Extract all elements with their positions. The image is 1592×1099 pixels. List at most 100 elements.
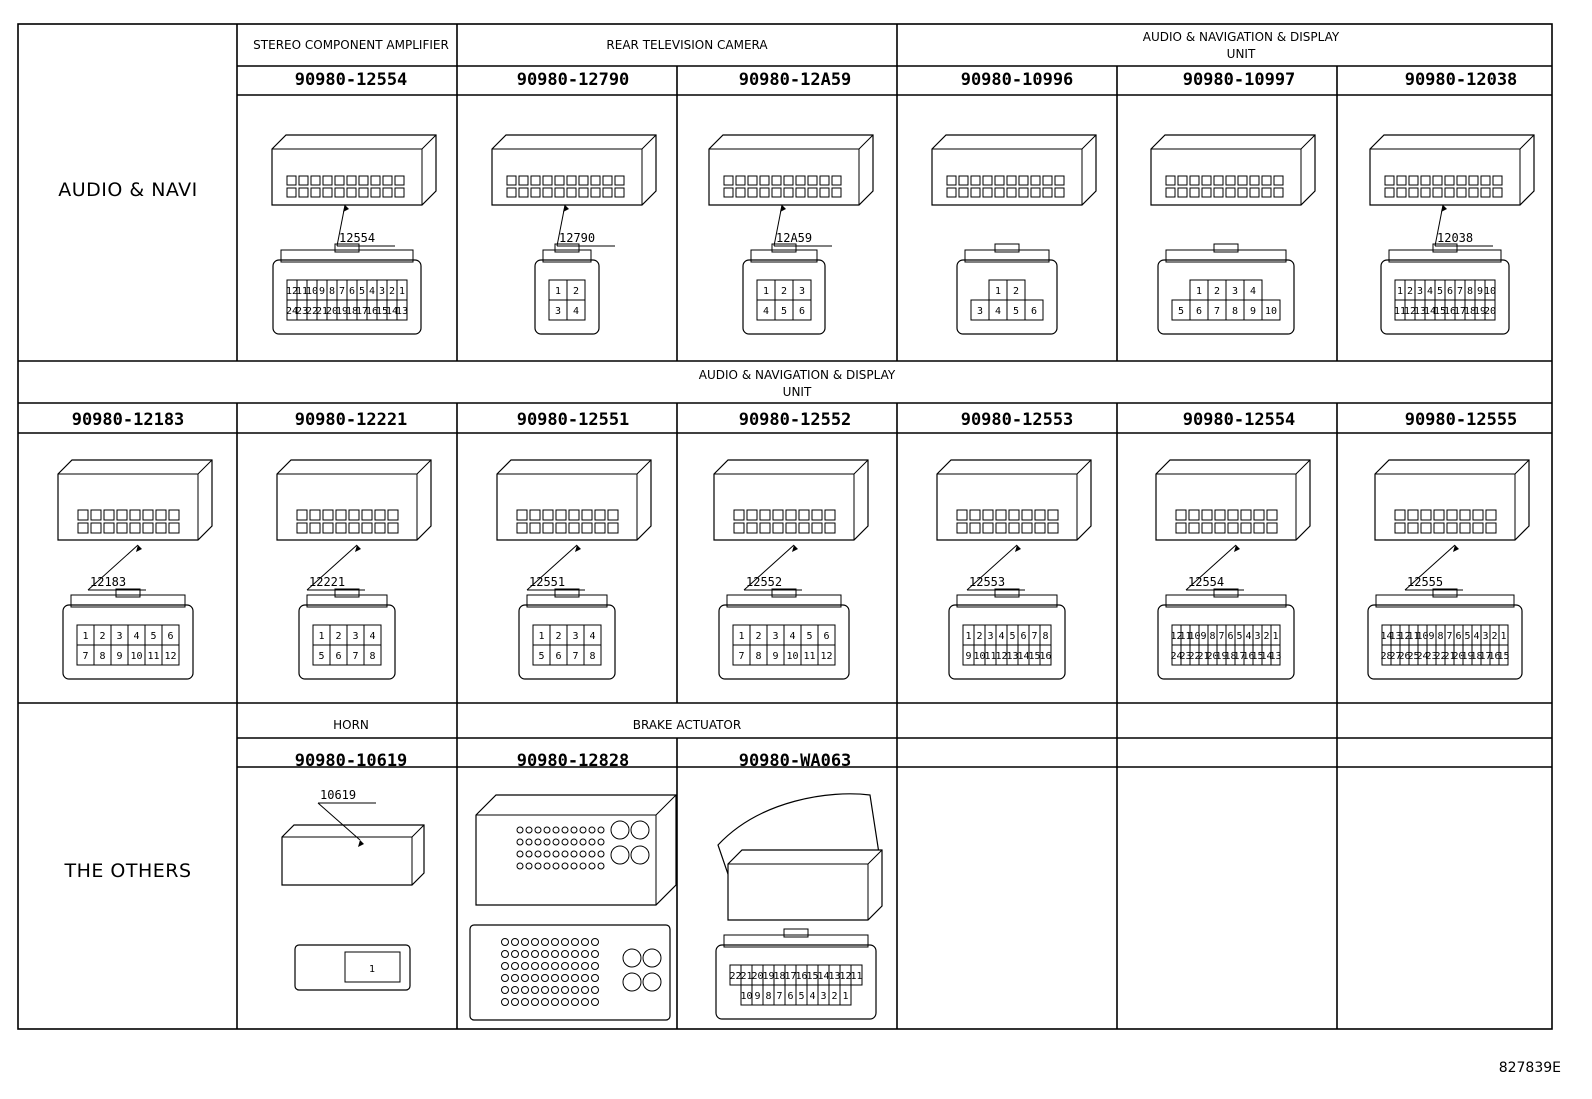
cavity [956,522,968,534]
cavity [759,509,771,521]
pin-number: 15 [1497,651,1509,662]
part-number: 90980-12552 [739,410,852,430]
pin-number: 9 [754,991,760,1002]
terminal [591,938,599,946]
cavity [1433,509,1445,521]
cavity [1177,175,1188,186]
pin-number: 6 [349,286,355,297]
pin-number: 4 [763,306,769,317]
terminal [581,998,589,1006]
cavity [506,175,517,186]
cavity [1407,509,1419,521]
cavity [1432,175,1443,186]
cavity [1480,175,1491,186]
pin-cell [850,964,863,986]
cavity [735,187,746,198]
cavity [735,175,746,186]
cavity [1021,522,1033,534]
table-grid [17,23,1553,1030]
cavity [370,187,381,198]
terminal [551,938,559,946]
connector-face [469,924,671,1021]
pin-number: 3 [1254,631,1260,642]
cavity [1213,175,1224,186]
terminal [534,862,542,870]
pin-cell [566,299,586,321]
pin-number: 16 [1242,651,1254,662]
terminal [561,850,569,858]
cavity [286,175,297,186]
pin-number: 12 [820,651,832,662]
cavity [783,175,794,186]
cavity [581,522,593,534]
terminal [581,938,589,946]
terminal [591,986,599,994]
terminal [531,938,539,946]
terminal [588,850,596,858]
pin-number: 7 [572,651,578,662]
terminal [521,950,529,958]
pin-number: 4 [789,631,795,642]
pin-number: 23 [296,306,308,317]
cavity [602,175,613,186]
pin-number: 12 [839,971,851,982]
pin-number: 2 [781,286,787,297]
connector-edge [937,459,1092,540]
cavity [116,522,128,534]
cavity [1249,187,1260,198]
terminal [511,938,519,946]
pin-number: 7 [1214,306,1220,317]
cavity [958,175,969,186]
terminal [516,850,524,858]
pin-number: 21 [1443,651,1455,662]
cavity [746,509,758,521]
terminal [561,962,569,970]
cavity [142,522,154,534]
section-label-audio-navi: AUDIO & NAVI [58,179,198,201]
pin-number: 10 [1416,631,1428,642]
pin-number: 2 [831,991,837,1002]
cavity [982,522,994,534]
pin-number: 20 [1206,651,1218,662]
connector-body [496,459,652,541]
pin-number: 1 [842,991,848,1002]
terminal [511,998,519,1006]
pin-cell [1498,644,1509,666]
callout-arrow [1453,545,1459,552]
pin-number: 9 [1428,631,1434,642]
terminal [516,826,524,834]
pin-number: 7 [1446,631,1452,642]
terminal [579,838,587,846]
pin-cell [817,644,836,666]
cavity [155,522,167,534]
cavity [310,187,321,198]
pin-number: 4 [573,306,579,317]
pin-number: 3 [379,286,385,297]
pin-number: 4 [809,991,815,1002]
cavity [982,175,993,186]
cavity [578,187,589,198]
cavity [1468,187,1479,198]
connector-body [271,134,437,206]
cavity [759,187,770,198]
part-number: 90980-10996 [961,70,1074,90]
cavity [1177,187,1188,198]
terminal [501,962,509,970]
pin-number: 9 [116,651,122,662]
pin-number: 2 [755,631,761,642]
cavity [90,509,102,521]
pin-number: 10 [1484,286,1496,297]
cavity [1396,175,1407,186]
cavity [358,175,369,186]
cavity [1396,187,1407,198]
pin-number: 3 [977,306,983,317]
callout-label: 12551 [529,575,565,589]
pin-number: 3 [116,631,122,642]
terminal [591,950,599,958]
cavity [566,175,577,186]
cavity [1188,509,1200,521]
